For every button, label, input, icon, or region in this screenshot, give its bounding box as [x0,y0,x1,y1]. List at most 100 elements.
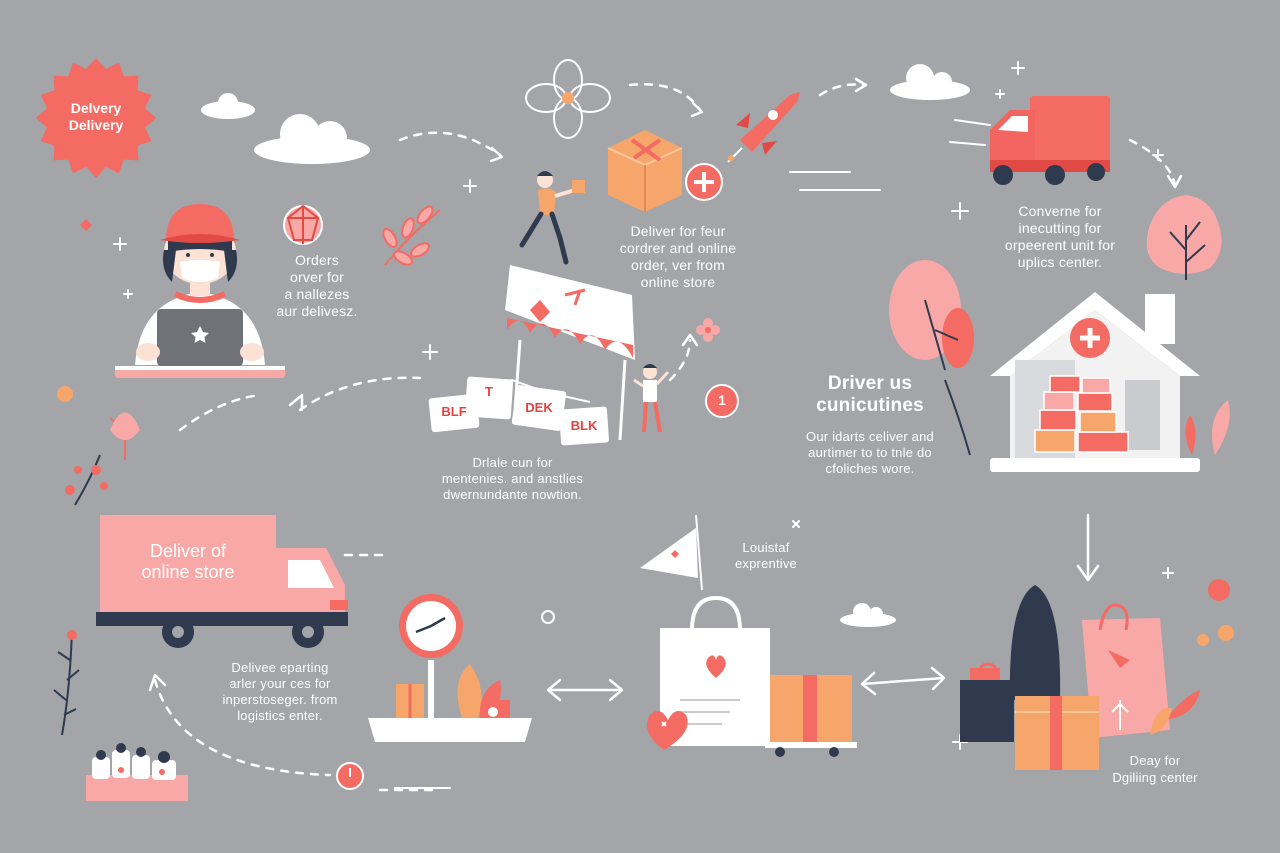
arrow-rocket-to-truck [818,83,867,97]
online-order-line-2: cordrer and online [619,240,737,256]
market-line-2: mentenies. and anstlies [441,471,584,486]
sign-3 [511,385,567,431]
double-arrow-bag-center [860,666,946,696]
courier-hair [163,250,237,282]
delivery-badge [36,58,156,178]
face-mask [180,260,220,282]
runner-carrying-box [519,171,585,265]
step-center-text: Deay for Dgiliing center [1090,752,1220,786]
heart-icon [706,655,726,678]
online-order-line-3: order, ver from [630,257,726,273]
box-on-cart [765,675,857,757]
basket-of-items [86,743,188,801]
clouds [201,64,970,627]
arrow-stall-up [668,338,692,382]
flag-line-2: exprentive [735,556,797,571]
logistics-line-4: logistics enter. [237,708,323,723]
flow-connectors [153,83,1177,792]
clock-station [368,594,532,742]
cloud-large-left [254,114,370,164]
step-number-label: 1 [718,392,726,408]
plus-circle-icon [685,163,723,201]
heart-badge-icon [647,711,688,750]
speed-lines [394,119,991,789]
arrow-head-3 [854,77,868,93]
online-order-line-1: Deliver for feur [630,223,726,239]
plant-bottom-left [53,629,80,736]
driver-desc-line-1: Our idarts celiver and [806,429,934,444]
orders-line-3: a nallezes [284,286,350,302]
arrow-orders-to-runner [398,131,502,157]
distribution-center [960,585,1200,770]
arrow-head-4 [1166,174,1183,189]
center-line-2: Dgiliing center [1112,770,1198,785]
parcel-box [607,130,683,212]
converse-line-1: Converne for [1018,203,1102,219]
step-online-order-text: Deliver for feur cordrer and online orde… [608,223,748,291]
arrow-truck-down [1128,138,1177,187]
courier-at-laptop [115,204,285,378]
market-line-1: Drlale cun for [472,455,553,470]
arrow-box-to-rocket [628,83,702,112]
flag-icon [640,514,703,591]
orders-line-2: orver for [290,269,344,285]
sign-label-2: T [485,384,493,399]
hanging-signs [428,376,609,446]
cloud-top-right [890,64,970,100]
arrow-left-up [178,393,262,432]
courier-cap [166,204,234,238]
arrow-house-down [1076,513,1100,582]
online-order-line-4: online store [640,274,716,290]
cloud-small-left [201,93,255,119]
shopper-waving [633,364,670,433]
flag-line-1: Louistaf [742,540,790,555]
logistics-line-1: Delivee eparting [231,660,329,675]
orders-line-4: aur delivesz. [276,303,358,319]
stacked-boxes [1034,375,1129,453]
sign-label-3: DEK [525,400,553,415]
laptop-star-icon [191,326,209,343]
logistics-line-2: arler your ces for [229,676,331,691]
sign-2 [464,376,514,420]
sign-4 [559,406,609,446]
step-logistics-text: Delivee eparting arler your ces for inpe… [210,660,350,724]
converse-line-2: inecutting for [1018,220,1102,236]
arrow-mid-up [298,376,422,412]
fulfillment-house [990,292,1200,472]
alert-circle-icon [336,762,364,790]
delivery-truck-small [990,96,1110,185]
driver-desc-line-3: cfoliches wore. [825,461,915,476]
network-globe-icon [283,204,323,245]
plant-left-mid [109,412,141,460]
plant-house-right [1185,400,1230,455]
arrow-head-7 [148,673,167,692]
step-number-circle [705,384,739,418]
truck-side-text: Deliver of online store [110,541,266,583]
market-line-3: dwernundante nowtion. [443,487,582,502]
double-arrow-clock-bag [546,678,624,702]
converse-line-4: uplics center. [1017,254,1103,270]
dots [57,386,1234,646]
badge-line-1: Delvery [70,100,122,116]
delivery-truck-large [96,515,348,648]
truck-line-1: Deliver of [149,541,227,561]
flower-outline-icon [525,59,611,139]
sparkles [113,61,1174,750]
shopping-bag [660,595,770,746]
converse-line-3: orpeerent unit for [1004,237,1116,253]
badge-line-2: Delivery [68,117,124,133]
arrow-bottom-left [153,678,332,777]
sign-label-1: BLF [441,404,467,419]
arrow-head-2 [690,101,704,118]
orders-line-1: Orders [295,252,339,268]
delivery-badge-label: Delvery Delivery [48,100,144,134]
step-converse-text: Converne for inecutting for orpeerent un… [990,203,1130,271]
driver-title-line-2: cunicutines [816,395,924,416]
driver-title-line-1: Driver us [827,373,913,394]
logistics-line-3: inperstoseger. from [222,692,338,707]
arrow-head-1 [489,146,504,163]
cloud-bottom [840,603,896,627]
sign-label-4: BLK [570,418,598,433]
balloon-tree [889,260,974,456]
tree-pink-right [1146,195,1222,280]
